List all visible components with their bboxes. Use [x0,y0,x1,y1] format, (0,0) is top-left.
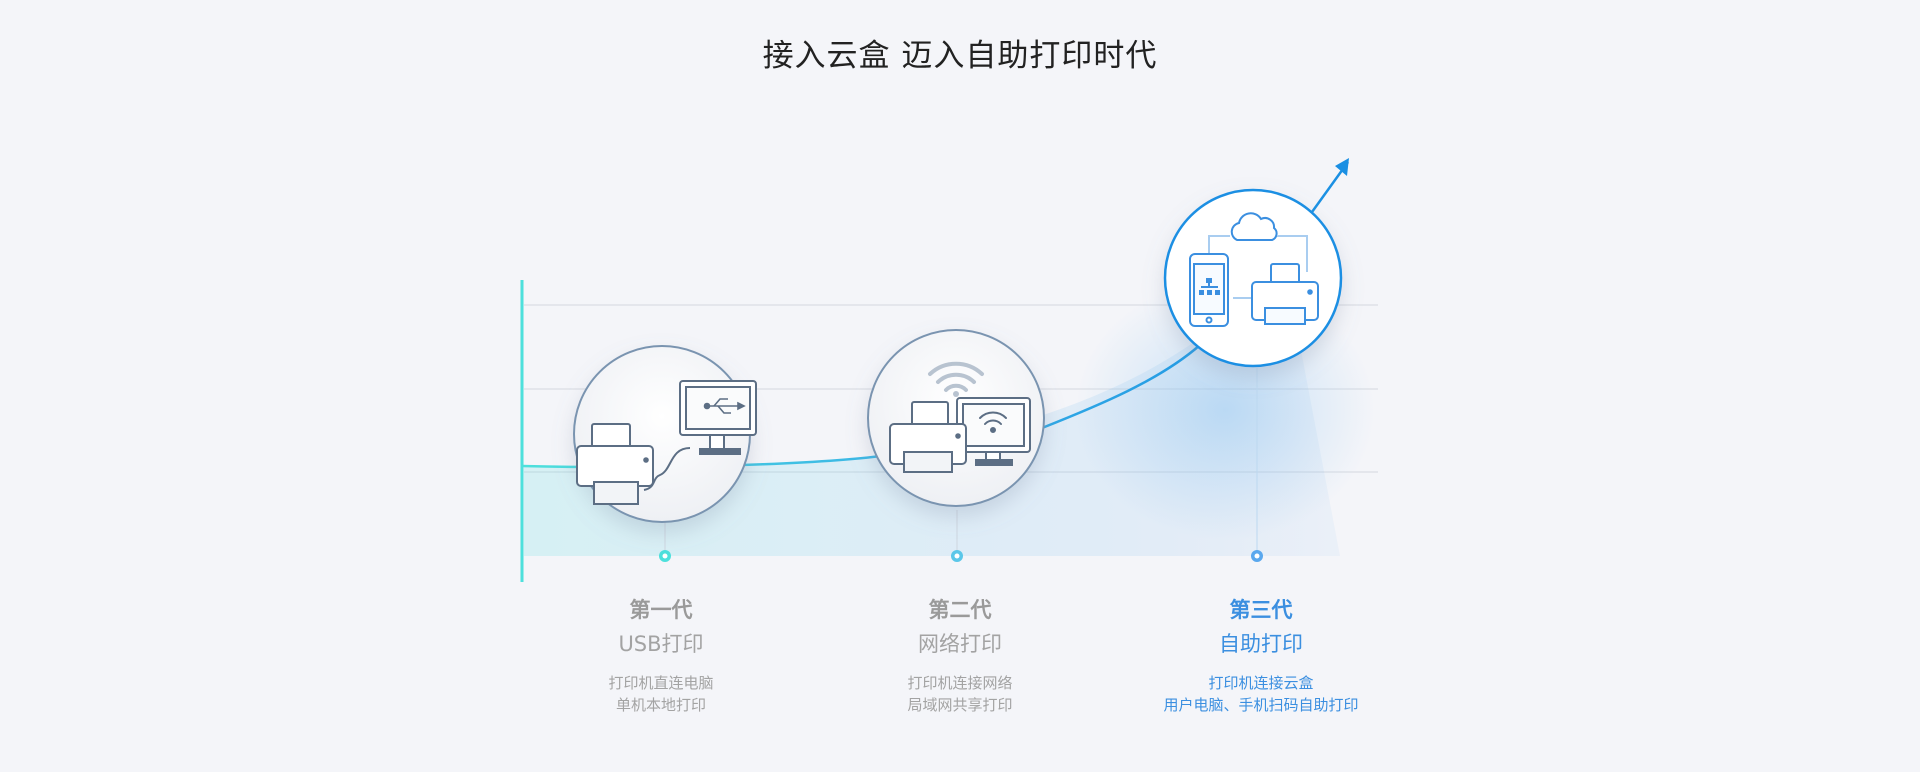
stage-3-circle [1163,188,1343,368]
wifi-icon [928,361,984,392]
stage-2-name: 网络打印 [918,632,1002,656]
printer-icon [889,401,967,473]
stage-2-generation: 第二代 [928,598,992,622]
wifi-dot [953,391,959,397]
monitor-wifi-icon [979,411,1007,433]
arrow-head-icon [1335,158,1349,176]
stage-3-generation: 第三代 [1229,598,1293,622]
stage-3-desc-line2: 用户电脑、手机扫码自助打印 [1163,696,1359,714]
qr-tree-icon [1199,278,1220,295]
stage-3-labels: 第三代 自助打印 打印机连接云盒 用户电脑、手机扫码自助打印 [1111,594,1411,716]
printer-icon [576,423,654,505]
stage-1-name: USB打印 [618,632,704,656]
stage-1-generation: 第一代 [629,598,693,622]
monitor-icon [956,397,1031,466]
stage-2-desc-line1: 打印机连接网络 [907,674,1013,692]
stage-3-name: 自助打印 [1219,632,1303,656]
stage-1-desc-line1: 打印机直连电脑 [608,674,714,692]
cloud-icon [1230,212,1278,241]
stage-1-labels: 第一代 USB打印 打印机直连电脑 单机本地打印 [511,594,811,716]
connection-lines [1208,235,1308,299]
printer-icon [1251,263,1319,325]
usb-icon [703,398,746,414]
stage-2-circle [867,329,1045,507]
stage-1-circle [573,345,757,523]
axis-markers [659,550,1263,562]
page-title: 接入云盒 迈入自助打印时代 [762,38,1158,74]
stage-3-desc-line1: 打印机连接云盒 [1208,674,1314,692]
stage-2-desc-line2: 局域网共享打印 [907,696,1013,714]
stage-2-labels: 第二代 网络打印 打印机连接网络 局域网共享打印 [810,594,1110,716]
stage-1-desc-line2: 单机本地打印 [615,696,706,714]
